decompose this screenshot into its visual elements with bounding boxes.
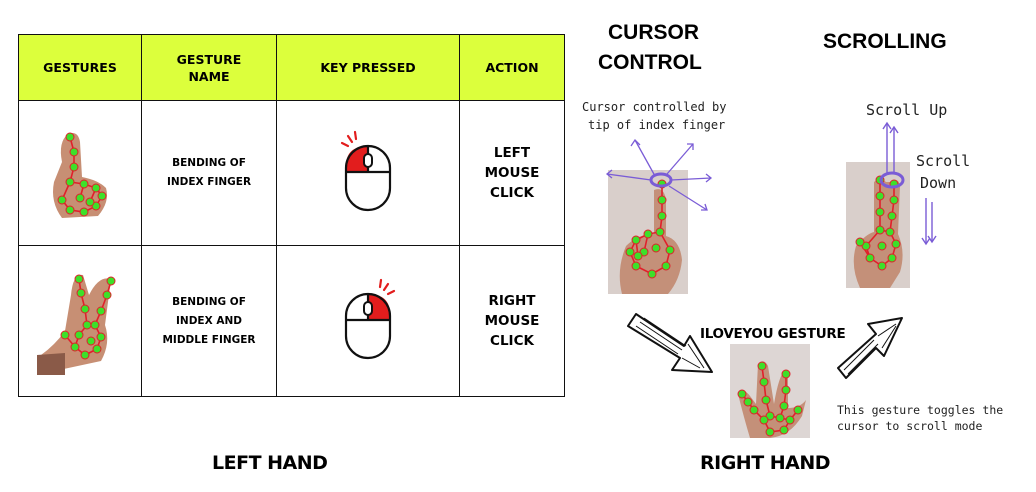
- iloveyou-hand-photo: [730, 344, 810, 438]
- gesture-photo-cell: [18, 100, 142, 246]
- arrow-icon: [627, 313, 713, 373]
- scroll-down-label: Scroll Down: [916, 152, 971, 192]
- arrow-icon: [837, 317, 903, 379]
- action-cell: LEFT MOUSE CLICK: [459, 100, 565, 246]
- iloveyou-title: ILOVEYOU GESTURE: [700, 326, 846, 342]
- mouse-right-click-icon: [344, 278, 396, 359]
- gesture-name-cell: BENDING OF INDEX FINGER: [141, 100, 277, 246]
- table-row: BENDING OF INDEX AND MIDDLE FINGER RIGHT…: [18, 245, 565, 397]
- cursor-control-note: Cursor controlled by tip of index finger: [582, 100, 727, 132]
- gesture-table: GESTURES GESTURE NAME KEY PRESSED ACTION: [18, 34, 565, 397]
- gesture-photo-cell: [18, 245, 142, 397]
- cursor-control-title: CURSOR CONTROL: [598, 21, 702, 74]
- left-hand-index-bend-photo: [45, 121, 115, 222]
- header-action: ACTION: [459, 34, 565, 101]
- header-gesture-name: GESTURE NAME: [141, 34, 277, 101]
- header-gestures: GESTURES: [18, 34, 142, 101]
- header-key-pressed: KEY PRESSED: [276, 34, 460, 101]
- scroll-direction-arrows: [879, 121, 937, 246]
- action-cell: RIGHT MOUSE CLICK: [459, 245, 565, 397]
- left-hand-caption: LEFT HAND: [212, 452, 328, 474]
- table-header-row: GESTURES GESTURE NAME KEY PRESSED ACTION: [18, 34, 565, 101]
- cursor-direction-arrows: [605, 138, 713, 211]
- scrolling-title: SCROLLING: [823, 30, 947, 53]
- mouse-left-click-icon: [340, 130, 392, 211]
- iloveyou-note: This gesture toggles the cursor to scrol…: [837, 403, 1004, 433]
- left-hand-two-finger-bend-photo: [37, 264, 123, 375]
- table-row: BENDING OF INDEX FINGER LEFT MOUSE CLICK: [18, 100, 565, 246]
- scroll-hand-photo: [846, 162, 910, 288]
- key-pressed-cell: [276, 245, 460, 397]
- scroll-up-label: Scroll Up: [866, 101, 948, 119]
- gesture-name-cell: BENDING OF INDEX AND MIDDLE FINGER: [141, 245, 277, 397]
- right-hand-caption: RIGHT HAND: [700, 452, 831, 474]
- key-pressed-cell: [276, 100, 460, 246]
- cursor-hand-photo: [608, 170, 688, 294]
